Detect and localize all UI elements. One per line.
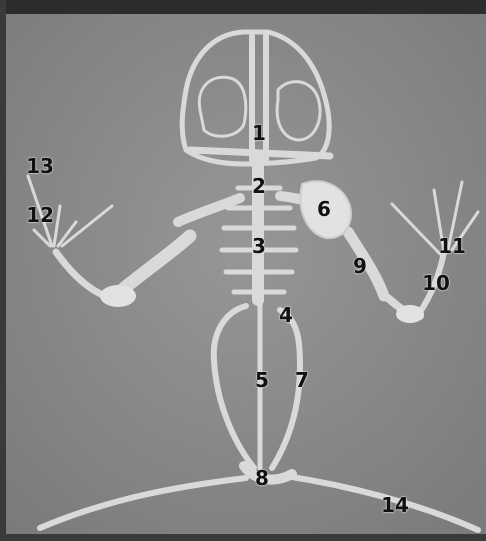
label-10: 10 [422,273,450,293]
top-border [0,0,486,14]
left-border [0,0,6,541]
label-5: 5 [255,370,269,390]
label-13: 13 [26,156,54,176]
label-14: 14 [381,495,409,515]
label-3: 3 [252,236,266,256]
label-11: 11 [438,236,466,256]
label-9: 9 [353,256,367,276]
photo-grain [6,14,486,534]
label-4: 4 [279,305,293,325]
label-2: 2 [252,176,266,196]
label-8: 8 [255,468,269,488]
bottom-border [0,534,486,541]
label-1: 1 [252,123,266,143]
label-12: 12 [26,205,54,225]
label-6: 6 [317,199,331,219]
label-7: 7 [295,370,309,390]
